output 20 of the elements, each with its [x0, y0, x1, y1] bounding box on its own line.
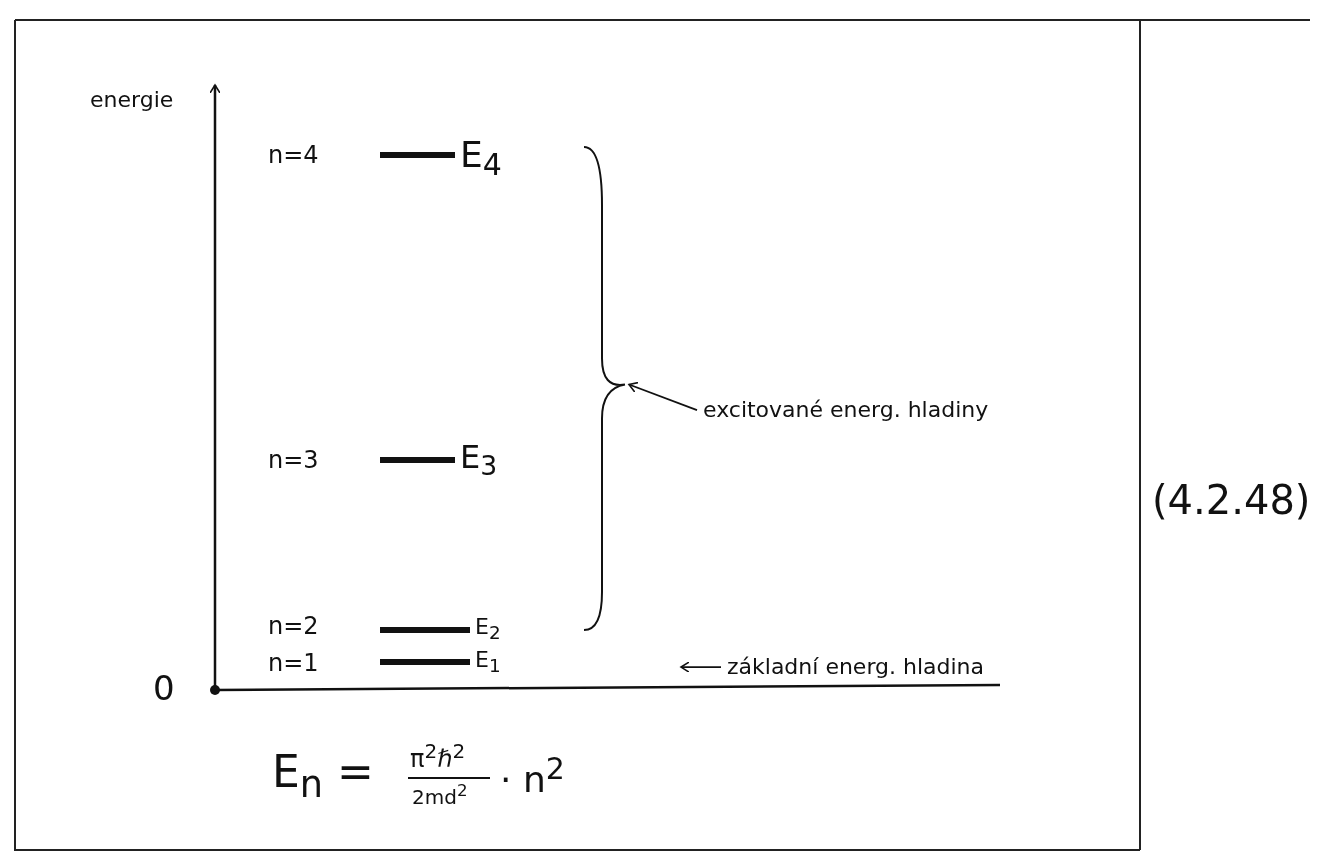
level-label: E$_{1}$ — [475, 648, 501, 677]
axis-label: energie — [90, 88, 174, 113]
level-label: E$_{3}$ — [460, 440, 498, 481]
level-label: n=1 — [268, 650, 319, 677]
formula-text: · n$^{2}$ — [500, 752, 565, 800]
equation-number: (4.2.48) — [1152, 478, 1311, 522]
formula-text: 2md$^{2}$ — [412, 782, 468, 808]
formula-text: π$^{2}$ℏ$^{2}$ — [410, 740, 466, 773]
level-label: E$_{2}$ — [475, 615, 501, 644]
level-label: n=4 — [268, 142, 319, 169]
annotation-text: excitované energ. hladiny — [703, 398, 989, 423]
annotation-text: základní energ. hladina — [727, 655, 985, 680]
arrow — [628, 381, 698, 411]
level-label: n=2 — [268, 613, 319, 640]
level-label: n=3 — [268, 447, 319, 474]
curly-bracket — [582, 145, 627, 632]
arrow — [680, 661, 722, 673]
formula-text: E$_{n}$ = — [272, 748, 374, 806]
level-label: 0 — [153, 670, 175, 708]
level-label: E$_{4}$ — [460, 135, 502, 182]
